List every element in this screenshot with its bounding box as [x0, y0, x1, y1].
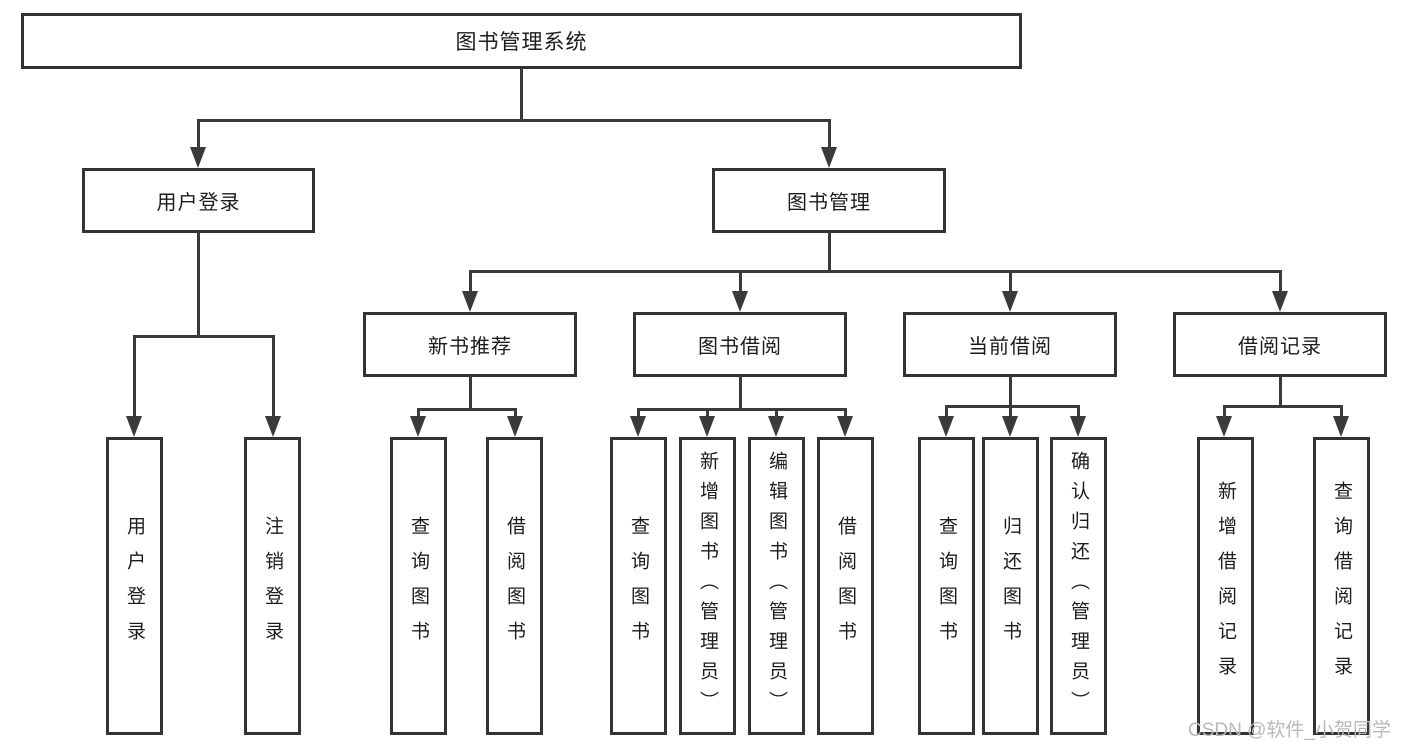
leaf-borrow-books-borrowing: 借阅图书	[817, 437, 874, 735]
node-book-management-label: 图书管理	[787, 192, 871, 214]
leaf-query-books-borrowing-label: 查询图书	[628, 516, 649, 656]
csdn-watermark: CSDN @软件_小贺同学	[1188, 720, 1391, 741]
connector-drop	[469, 270, 472, 292]
node-book-borrowing: 图书借阅	[633, 312, 847, 377]
connector-bookmgmt-rail	[469, 270, 1281, 273]
leaf-logout: 注销登录	[244, 437, 301, 735]
arrow-down-icon	[1002, 416, 1018, 437]
connector-current-rail	[945, 405, 1080, 408]
leaf-edit-books-admin: 编辑图书（管理员）	[748, 437, 805, 735]
node-new-book-recommend-label: 新书推荐	[428, 336, 512, 358]
connector-drop	[739, 270, 742, 292]
arrow-down-icon	[699, 416, 715, 437]
arrow-down-icon	[462, 291, 478, 312]
connector-recommend-rail	[417, 408, 517, 411]
arrow-down-icon	[1272, 291, 1288, 312]
node-borrowing-records-label: 借阅记录	[1238, 336, 1322, 358]
leaf-user-login: 用户登录	[106, 437, 163, 735]
connector-drop	[1279, 270, 1282, 292]
leaf-return-books-label: 归还图书	[1000, 516, 1021, 656]
connector-records-rail	[1223, 405, 1342, 408]
arrow-down-icon	[938, 416, 954, 437]
leaf-add-borrow-record: 新增借阅记录	[1197, 437, 1254, 735]
connector-drop	[844, 408, 847, 418]
connector-borrowing-rail	[637, 408, 847, 411]
arrow-down-icon	[837, 416, 853, 437]
leaf-query-books-recommend-label: 查询图书	[408, 516, 429, 656]
leaf-query-borrow-record-label: 查询借阅记录	[1331, 481, 1352, 691]
connector-drop	[197, 119, 200, 148]
connector-userlogin-rail	[133, 335, 274, 338]
leaf-borrow-books-borrowing-label: 借阅图书	[835, 516, 856, 656]
leaf-borrow-books-recommend-label: 借阅图书	[504, 516, 525, 656]
connector-drop	[637, 408, 640, 418]
arrow-down-icon	[732, 291, 748, 312]
node-new-book-recommend: 新书推荐	[363, 312, 577, 377]
arrow-down-icon	[1333, 416, 1349, 437]
leaf-return-books: 归还图书	[982, 437, 1039, 735]
connector-drop	[1340, 405, 1343, 418]
leaf-add-borrow-record-label: 新增借阅记录	[1215, 481, 1236, 691]
node-current-borrowing-label: 当前借阅	[968, 336, 1052, 358]
arrow-down-icon	[1216, 416, 1232, 437]
connector-drop	[828, 119, 831, 148]
node-book-borrowing-label: 图书借阅	[698, 336, 782, 358]
connector-userlogin-stem	[197, 232, 200, 337]
connector-root-stem	[520, 68, 523, 122]
connector-bookmgmt-stem	[828, 232, 831, 272]
node-user-login: 用户登录	[82, 168, 315, 233]
connector-drop	[775, 408, 778, 418]
arrow-down-icon	[126, 416, 142, 437]
arrow-down-icon	[507, 416, 523, 437]
connector-recommend-stem	[469, 376, 472, 411]
arrow-down-icon	[190, 147, 206, 168]
connector-borrowing-stem	[739, 376, 742, 411]
arrow-down-icon	[265, 416, 281, 437]
arrow-down-icon	[1002, 291, 1018, 312]
node-book-management: 图书管理	[712, 168, 946, 233]
leaf-query-books-recommend: 查询图书	[390, 437, 447, 735]
arrow-down-icon	[768, 416, 784, 437]
connector-drop	[1009, 405, 1012, 418]
leaf-query-books-current-label: 查询图书	[936, 516, 957, 656]
leaf-edit-books-admin-label: 编辑图书（管理员）	[766, 451, 787, 721]
leaf-add-books-admin-label: 新增图书（管理员）	[697, 451, 718, 721]
connector-records-stem	[1279, 376, 1282, 407]
node-current-borrowing: 当前借阅	[903, 312, 1117, 377]
arrow-down-icon	[821, 147, 837, 168]
leaf-add-books-admin: 新增图书（管理员）	[679, 437, 736, 735]
leaf-confirm-return-admin: 确认归还（管理员）	[1050, 437, 1107, 735]
node-root-label: 图书管理系统	[455, 31, 588, 54]
leaf-user-login-label: 用户登录	[124, 516, 145, 656]
leaf-confirm-return-admin-label: 确认归还（管理员）	[1068, 451, 1089, 721]
arrow-down-icon	[1070, 416, 1086, 437]
leaf-query-books-current: 查询图书	[918, 437, 975, 735]
node-root: 图书管理系统	[21, 13, 1022, 69]
connector-drop	[945, 405, 948, 418]
connector-current-stem	[1009, 376, 1012, 407]
leaf-query-borrow-record: 查询借阅记录	[1313, 437, 1370, 735]
arrow-down-icon	[630, 416, 646, 437]
connector-drop	[417, 408, 420, 418]
arrow-down-icon	[410, 416, 426, 437]
connector-drop	[514, 408, 517, 418]
node-borrowing-records: 借阅记录	[1173, 312, 1387, 377]
connector-drop	[1077, 405, 1080, 418]
connector-drop	[133, 335, 136, 417]
connector-drop	[1223, 405, 1226, 418]
connector-drop	[706, 408, 709, 418]
leaf-logout-label: 注销登录	[262, 516, 283, 656]
connector-root-rail	[197, 119, 831, 122]
leaf-query-books-borrowing: 查询图书	[610, 437, 667, 735]
node-user-login-label: 用户登录	[156, 192, 241, 214]
leaf-borrow-books-recommend: 借阅图书	[486, 437, 543, 735]
connector-drop	[1009, 270, 1012, 292]
connector-drop	[272, 335, 275, 417]
